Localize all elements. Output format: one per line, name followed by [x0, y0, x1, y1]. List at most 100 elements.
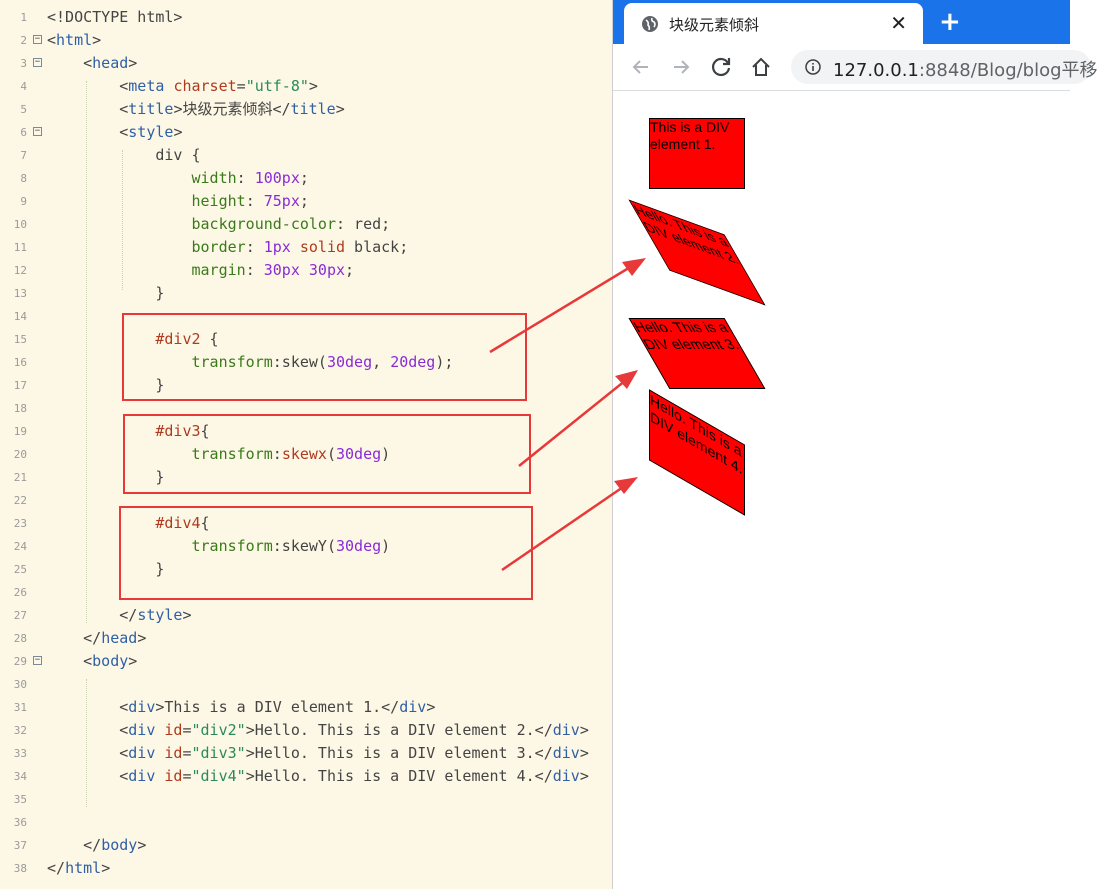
- code-line[interactable]: 32 <div id="div2">Hello. This is a DIV e…: [0, 719, 612, 742]
- code-line[interactable]: 36: [0, 811, 612, 834]
- code-text: transform:skew(30deg, 20deg);: [47, 351, 454, 374]
- code-line[interactable]: 9 height: 75px;: [0, 190, 612, 213]
- code-line[interactable]: 30: [0, 673, 612, 696]
- code-token: head: [101, 629, 138, 647]
- code-token: =: [182, 721, 192, 739]
- code-line[interactable]: 31 <div>This is a DIV element 1.</div>: [0, 696, 612, 719]
- code-token: ,: [372, 353, 391, 371]
- code-text: transform:skewY(30deg): [47, 535, 391, 558]
- code-line[interactable]: 2−<html>: [0, 29, 612, 52]
- fold-toggle-icon[interactable]: −: [33, 126, 42, 136]
- code-token: >This is a DIV element 1.</: [155, 698, 400, 716]
- code-line[interactable]: 4 <meta charset="utf-8">: [0, 75, 612, 98]
- code-line[interactable]: 34 <div id="div4">Hello. This is a DIV e…: [0, 765, 612, 788]
- code-token: #div3: [155, 422, 201, 440]
- code-token: ;: [299, 192, 309, 210]
- code-text: height: 75px;: [47, 190, 309, 213]
- div-element-3: Hello. This is a DIV element 3.: [628, 318, 766, 389]
- div-element-4: Hello. This is a DIV element 4.: [649, 389, 745, 516]
- code-line[interactable]: 8 width: 100px;: [0, 167, 612, 190]
- code-token: div: [552, 721, 580, 739]
- code-line[interactable]: 23 #div4{: [0, 512, 612, 535]
- code-text: margin: 30px 30px;: [47, 259, 355, 282]
- code-token: html: [56, 31, 93, 49]
- code-line[interactable]: 7 div {: [0, 144, 612, 167]
- code-text: <head>: [47, 52, 137, 75]
- code-line[interactable]: 22: [0, 489, 612, 512]
- code-line[interactable]: 38</html>: [0, 857, 612, 880]
- code-line[interactable]: 3− <head>: [0, 52, 612, 75]
- code-line[interactable]: 28 </head>: [0, 627, 612, 650]
- code-editor[interactable]: 1<!DOCTYPE html>2−<html>3− <head>4 <meta…: [0, 0, 612, 889]
- home-icon[interactable]: [748, 54, 774, 80]
- code-line[interactable]: 26: [0, 581, 612, 604]
- code-text: <title>块级元素倾斜</title>: [47, 98, 344, 121]
- code-token: transform: [191, 353, 273, 371]
- fold-toggle-icon[interactable]: −: [33, 57, 42, 67]
- tab-close-icon[interactable]: ✕: [890, 11, 907, 35]
- code-line[interactable]: 15 #div2 {: [0, 328, 612, 351]
- code-token: div: [128, 767, 156, 785]
- code-text: <body>: [47, 650, 137, 673]
- code-line[interactable]: 17 }: [0, 374, 612, 397]
- page-viewport: This is a DIV element 1. Hello. This is …: [613, 91, 1070, 889]
- code-line[interactable]: 6− <style>: [0, 121, 612, 144]
- code-token: >: [182, 606, 192, 624]
- reload-icon[interactable]: [708, 54, 734, 80]
- code-token: ): [381, 445, 391, 463]
- new-tab-button[interactable]: +: [939, 7, 961, 37]
- code-line[interactable]: 24 transform:skewY(30deg): [0, 535, 612, 558]
- forward-arrow-icon[interactable]: [668, 54, 694, 80]
- code-text: <!DOCTYPE html>: [47, 6, 182, 29]
- code-token: <: [47, 100, 129, 118]
- code-token: margin: [191, 261, 246, 279]
- code-line[interactable]: 20 transform:skewx(30deg): [0, 443, 612, 466]
- code-token: [47, 169, 192, 187]
- back-arrow-icon[interactable]: [628, 54, 654, 80]
- code-line[interactable]: 37 </body>: [0, 834, 612, 857]
- code-text: div {: [47, 144, 200, 167]
- code-line[interactable]: 12 margin: 30px 30px;: [0, 259, 612, 282]
- code-line[interactable]: 1<!DOCTYPE html>: [0, 6, 612, 29]
- fold-toggle-icon[interactable]: −: [33, 34, 42, 44]
- code-line[interactable]: 14: [0, 305, 612, 328]
- fold-toggle-icon[interactable]: −: [33, 655, 42, 665]
- code-token: <: [47, 744, 129, 762]
- code-token: style: [137, 606, 183, 624]
- code-token: <!DOCTYPE html>: [47, 8, 183, 26]
- code-token: [47, 215, 192, 233]
- code-line[interactable]: 13 }: [0, 282, 612, 305]
- code-line[interactable]: 18: [0, 397, 612, 420]
- code-token: >Hello. This is a DIV element 3.</: [245, 744, 553, 762]
- address-bar[interactable]: 127.0.0.1:8848/Blog/blog平移: [791, 50, 1098, 84]
- line-number: 26: [13, 586, 27, 599]
- code-text: </head>: [47, 627, 146, 650]
- code-line[interactable]: 21 }: [0, 466, 612, 489]
- code-line[interactable]: 19 #div3{: [0, 420, 612, 443]
- code-token: </: [47, 859, 66, 877]
- code-line[interactable]: 10 background-color: red;: [0, 213, 612, 236]
- url-text: 127.0.0.1:8848/Blog/blog平移: [833, 56, 1098, 82]
- code-line[interactable]: 27 </style>: [0, 604, 612, 627]
- line-number: 11: [13, 241, 27, 254]
- code-line[interactable]: 33 <div id="div3">Hello. This is a DIV e…: [0, 742, 612, 765]
- code-line[interactable]: 25 }: [0, 558, 612, 581]
- code-token: =: [182, 767, 192, 785]
- line-number: 10: [13, 218, 27, 231]
- code-token: [300, 261, 309, 279]
- code-line[interactable]: 29− <body>: [0, 650, 612, 673]
- code-token: >: [92, 31, 102, 49]
- line-number: 12: [13, 264, 27, 277]
- info-icon[interactable]: [805, 59, 821, 75]
- code-line[interactable]: 11 border: 1px solid black;: [0, 236, 612, 259]
- code-line[interactable]: 5 <title>块级元素倾斜</title>: [0, 98, 612, 121]
- code-line[interactable]: 35: [0, 788, 612, 811]
- code-token: black;: [345, 238, 409, 256]
- line-number: 7: [20, 149, 27, 162]
- line-number: 36: [13, 816, 27, 829]
- line-number: 14: [13, 310, 27, 323]
- line-number: 33: [13, 747, 27, 760]
- indent-guide: [122, 150, 123, 290]
- code-line[interactable]: 16 transform:skew(30deg, 20deg);: [0, 351, 612, 374]
- browser-tab[interactable]: 块级元素倾斜 ✕: [624, 3, 923, 44]
